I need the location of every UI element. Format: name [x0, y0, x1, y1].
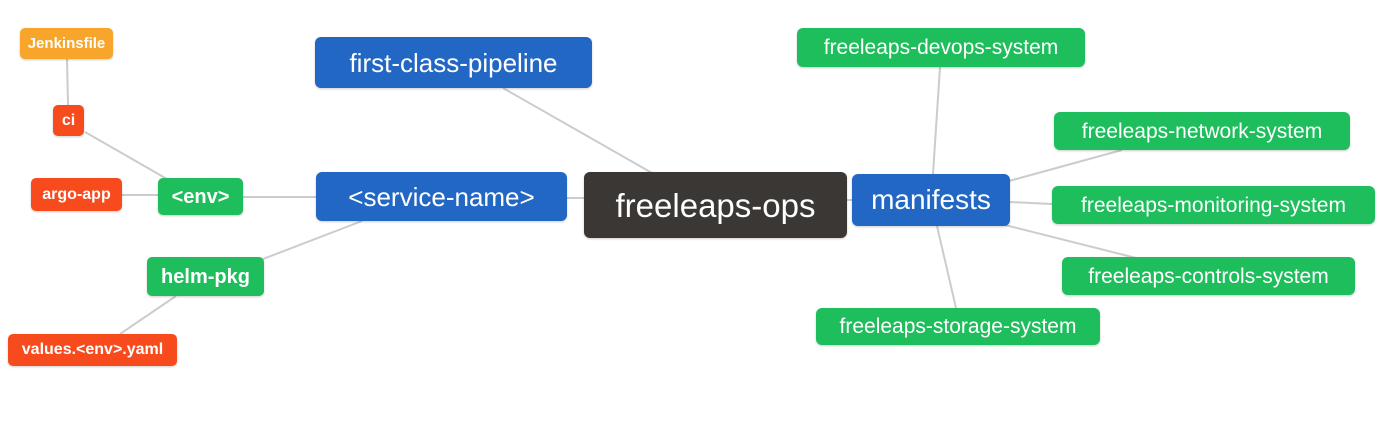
node-values-env-yaml[interactable]: values.<env>.yaml — [8, 334, 177, 366]
edge-manifests-to-controls-system — [1004, 224, 1137, 259]
node-helm-pkg[interactable]: helm-pkg — [147, 257, 264, 296]
edge-helm-pkg-to-service-name — [262, 220, 363, 260]
node-freeleaps-monitoring-system[interactable]: freeleaps-monitoring-system — [1052, 186, 1375, 224]
edge-ci-to-env — [84, 131, 168, 180]
edge-manifests-to-monitoring-system — [1009, 201, 1053, 205]
edge-values-env-yaml-to-helm-pkg — [119, 295, 177, 335]
node-freeleaps-storage-system[interactable]: freeleaps-storage-system — [816, 308, 1100, 345]
node-ci[interactable]: ci — [53, 105, 84, 136]
node-env[interactable]: <env> — [158, 178, 243, 215]
node-freeleaps-network-system[interactable]: freeleaps-network-system — [1054, 112, 1350, 150]
node-argo-app[interactable]: argo-app — [31, 178, 122, 211]
edge-manifests-to-storage-system — [936, 225, 957, 309]
edge-manifests-to-network-system — [1008, 149, 1123, 182]
node-freeleaps-ops[interactable]: freeleaps-ops — [584, 172, 847, 238]
node-freeleaps-controls-system[interactable]: freeleaps-controls-system — [1062, 257, 1355, 295]
edge-first-class-pipeline-to-freeleaps-ops — [502, 87, 653, 174]
node-service-name[interactable]: <service-name> — [316, 172, 567, 221]
edge-jenkinsfile-to-ci — [66, 58, 69, 106]
node-manifests[interactable]: manifests — [852, 174, 1010, 226]
node-freeleaps-devops-system[interactable]: freeleaps-devops-system — [797, 28, 1085, 67]
edge-manifests-to-devops-system — [932, 66, 941, 175]
node-jenkinsfile[interactable]: Jenkinsfile — [20, 28, 113, 59]
node-first-class-pipeline[interactable]: first-class-pipeline — [315, 37, 592, 88]
